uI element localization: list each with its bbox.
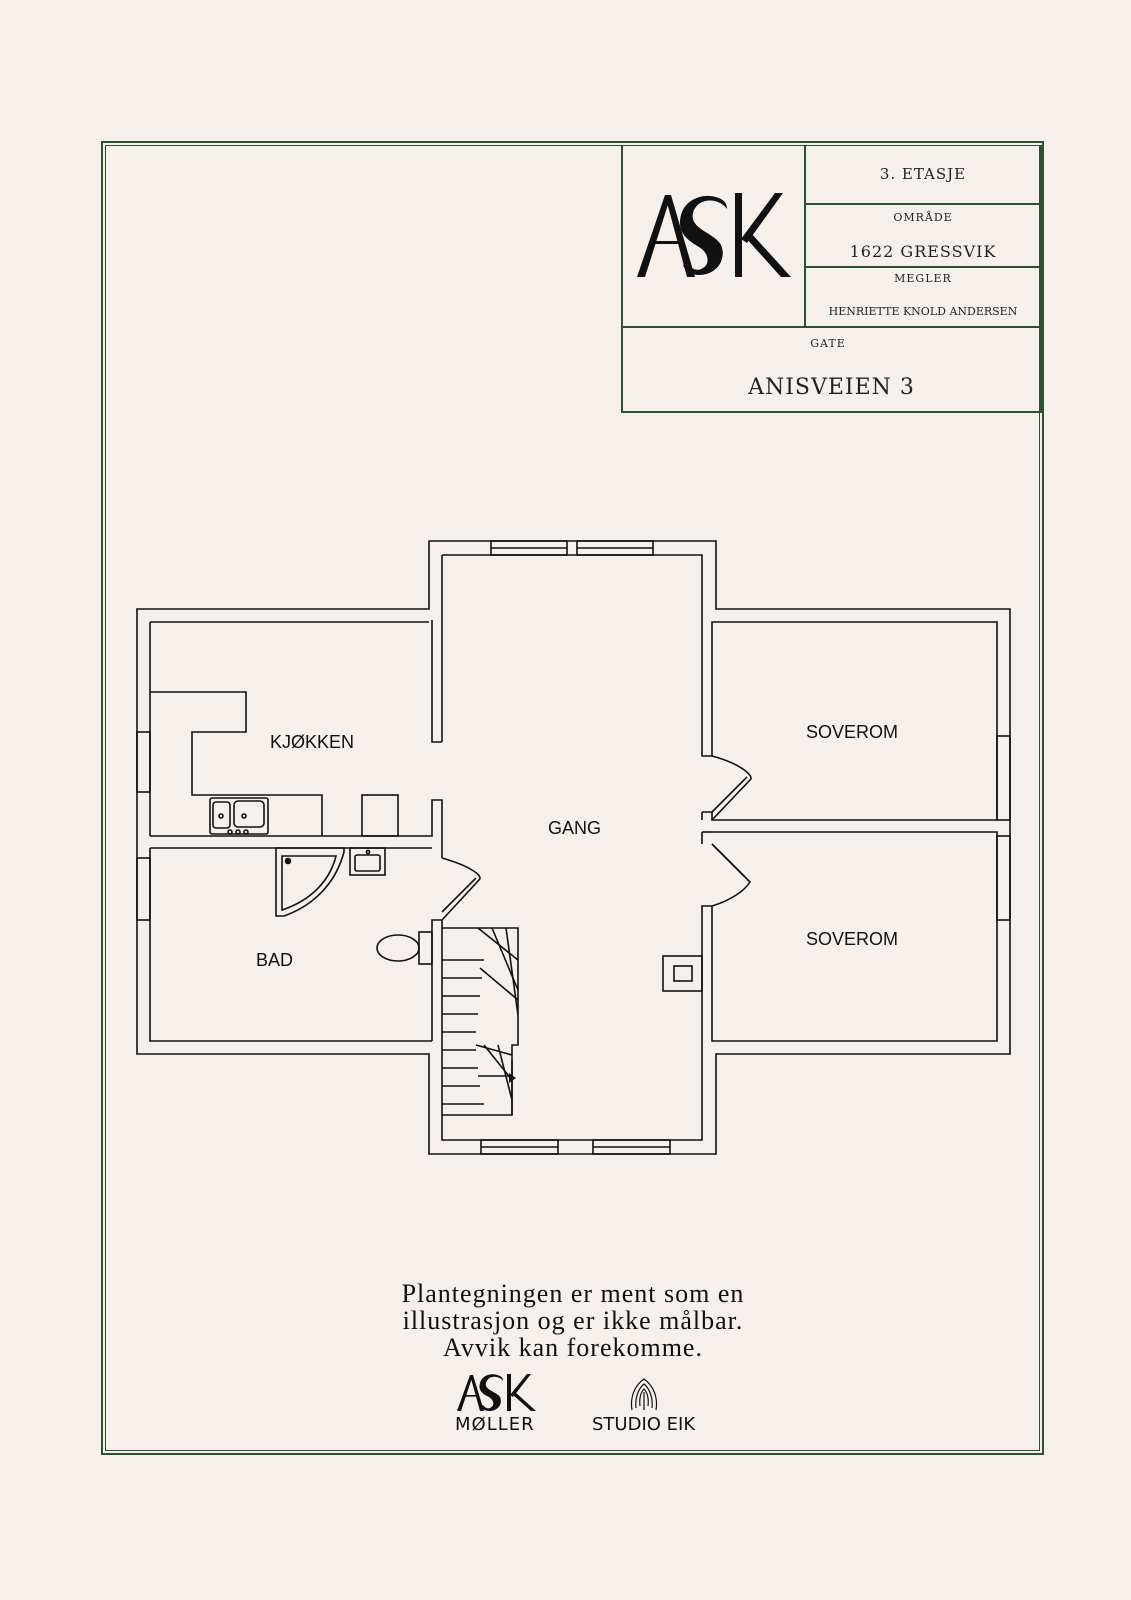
street-label: GATE <box>810 337 846 350</box>
studio-eik-sub: STUDIO EIK <box>592 1414 696 1435</box>
disclaimer-line-3: Avvik kan forekomme. <box>443 1333 703 1362</box>
area-label: OMRÅDE <box>893 211 953 224</box>
floor-label: 3. ETASJE <box>879 165 967 183</box>
page-frame-inner <box>105 145 1040 1451</box>
room-label-bedroom-1: SOVEROM <box>806 722 899 742</box>
studio-eik-leaf-icon <box>630 1378 658 1411</box>
broker-label: MEGLER <box>894 272 952 285</box>
ask-logo-icon <box>637 193 791 277</box>
page-frame-outer <box>101 141 1044 1455</box>
room-label-bath: BAD <box>256 950 294 970</box>
area-value: 1622 GRESSVIK <box>849 242 997 261</box>
title-block: 3. ETASJE OMRÅDE 1622 GRESSVIK MEGLER HE… <box>621 145 1042 413</box>
street-value: ANISVEIEN 3 <box>748 375 915 400</box>
room-label-kitchen: KJØKKEN <box>270 732 355 752</box>
disclaimer-line-1: Plantegningen er ment som en <box>401 1279 745 1308</box>
room-label-bedroom-2: SOVEROM <box>806 929 899 949</box>
ask-moller-logo-icon <box>457 1374 536 1411</box>
broker-value: HENRIETTE KNOLD ANDERSEN <box>828 305 1018 318</box>
disclaimer-line-2: illustrasjon og er ikke målbar. <box>402 1306 744 1335</box>
ask-moller-sub: MØLLER <box>455 1414 535 1435</box>
room-label-hall: GANG <box>548 818 602 838</box>
